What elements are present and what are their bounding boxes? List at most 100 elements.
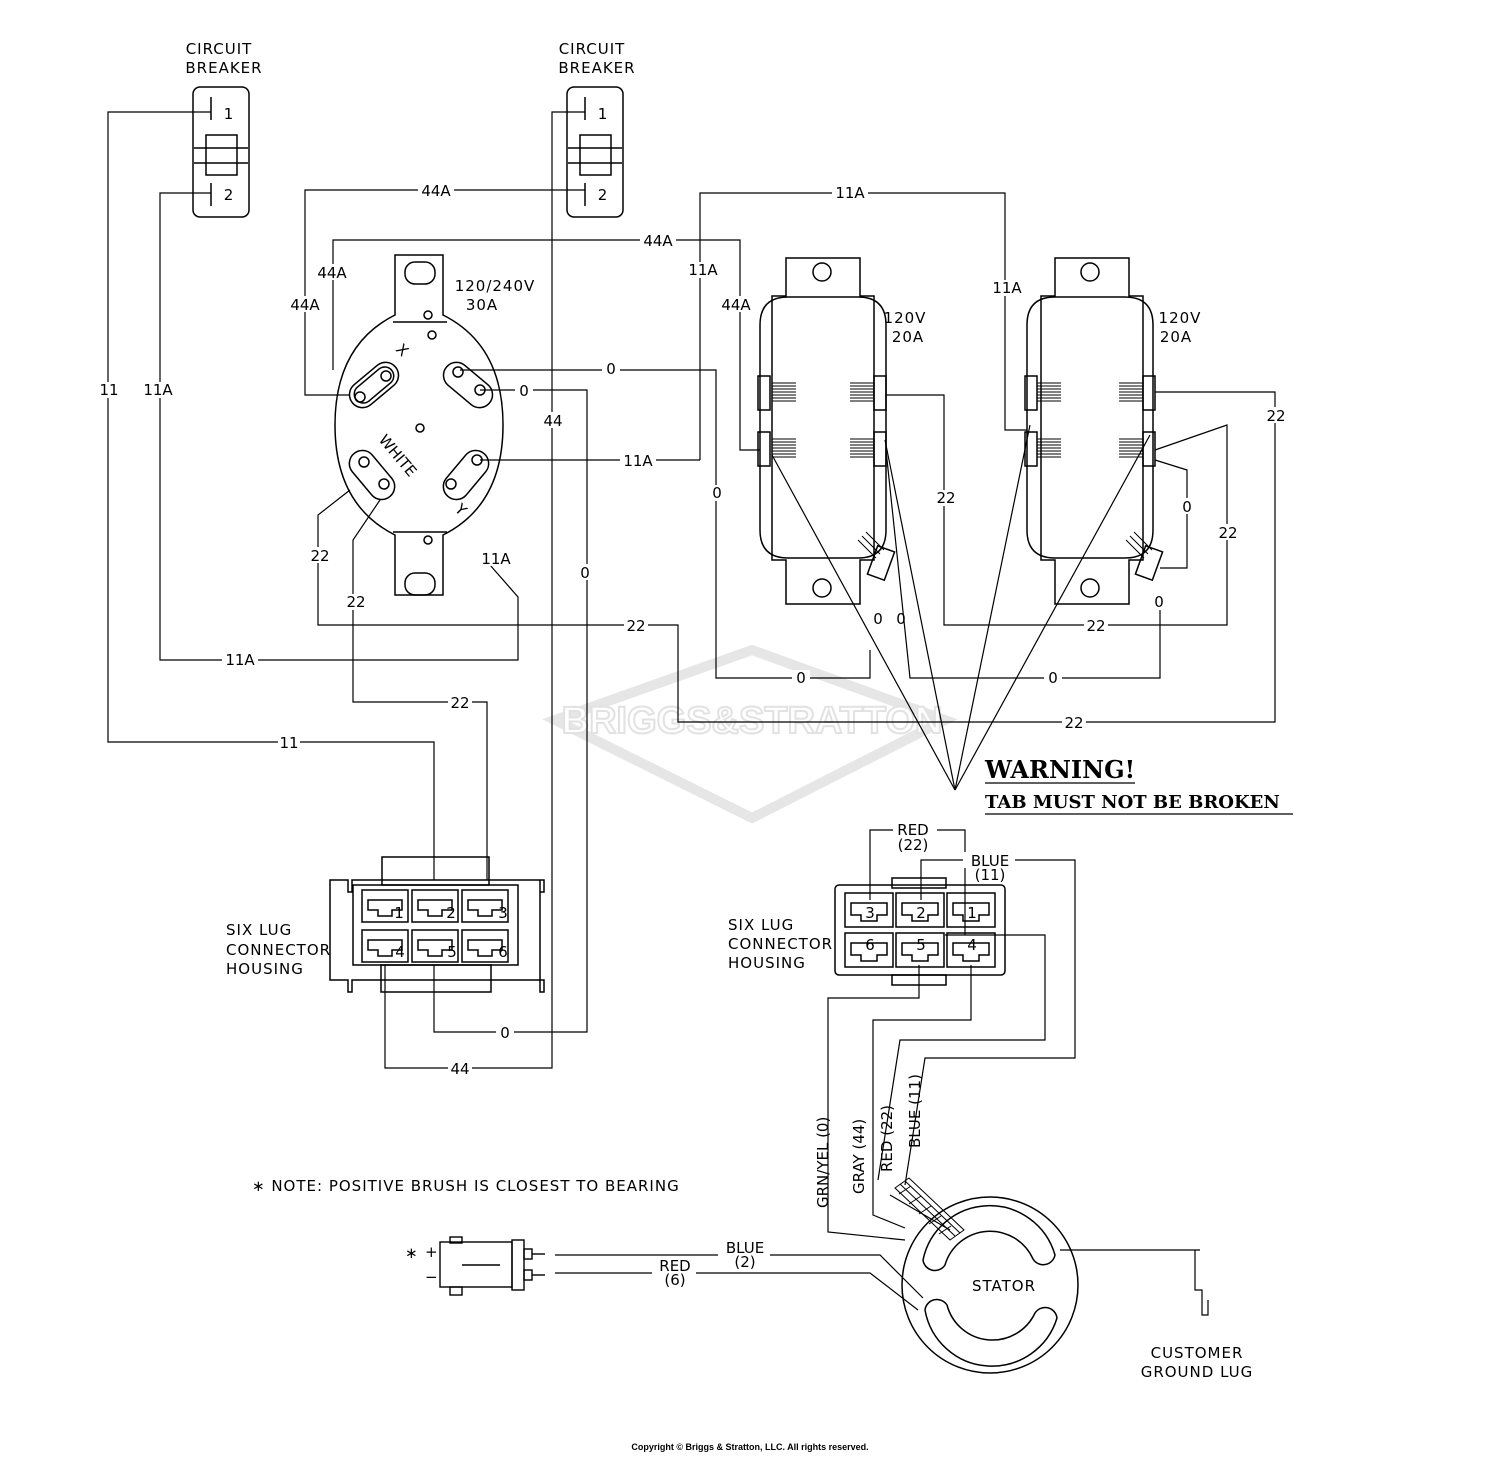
wire-11a-top: 11A	[835, 184, 865, 202]
wire-44a-v3: 44A	[721, 296, 751, 314]
wire-11-left: 11	[99, 381, 118, 399]
warning-title: WARNING!	[984, 755, 1135, 784]
watermark-text: BRIGGS&STRATTON	[562, 700, 943, 742]
brush-blue-label: BLUE	[726, 1239, 764, 1257]
warning-text: TAB MUST NOT BE BROKEN	[985, 792, 1280, 813]
wire-44a-vl2: 44A	[290, 296, 320, 314]
left-pin-1: 1	[394, 904, 404, 922]
brush-assembly	[439, 1236, 545, 1296]
wire-22-a: 22	[936, 489, 955, 507]
six-lug-connector-left	[329, 856, 545, 993]
left-pin-3: 3	[498, 904, 508, 922]
wire-44-bot: 44	[450, 1060, 469, 1078]
twistlock-x-label: X	[392, 340, 412, 360]
wire-0-r4: 0	[1154, 593, 1164, 611]
lead-red: RED (22)	[878, 1105, 896, 1172]
stator-braid	[894, 1177, 965, 1241]
wire-22-c: 22	[626, 617, 645, 635]
wire-11a-v4: 11A	[992, 279, 1022, 297]
brush-blue-number: (2)	[734, 1253, 755, 1271]
left-pin-4: 4	[395, 943, 405, 961]
stator-label: STATOR	[972, 1277, 1036, 1295]
wire-0-f: 0	[1048, 669, 1058, 687]
cb-right-label-1: CIRCUIT	[559, 40, 626, 58]
wire-labels-top: 44A 11A 44A 44A 44A 11A 44A 11A 0 0 11 1…	[98, 182, 1288, 1078]
wire-0-e: 0	[796, 669, 806, 687]
wire-44a-vl: 44A	[317, 264, 347, 282]
wire-22-g: 22	[450, 694, 469, 712]
wire-22-l: 22	[310, 547, 329, 565]
cb-left-pin-2: 2	[224, 186, 235, 204]
six-lug-right-pins: 3 2 1 6 5 4	[865, 904, 977, 954]
wire-22-h: 22	[1064, 714, 1083, 732]
stator-blue-label: BLUE	[971, 852, 1009, 870]
stator	[901, 1196, 1079, 1374]
wire-44a-top: 44A	[421, 182, 451, 200]
stator-wire-labels: RED (22) BLUE (11) GRN/YEL (0) GRAY (44)…	[652, 821, 1015, 1289]
stator-red-number: (22)	[898, 836, 929, 854]
wire-0-v1: 0	[712, 484, 722, 502]
stator-red-label: RED	[897, 821, 928, 839]
wire-0-r1: 0	[1182, 498, 1192, 516]
right-pin-1: 1	[967, 904, 977, 922]
left-pin-2: 2	[446, 904, 456, 922]
cb-left-label-2: BREAKER	[185, 59, 262, 77]
wire-11a-left: 11A	[143, 381, 173, 399]
wire-44a-mid: 44A	[643, 232, 673, 250]
wire-22-rr: 22	[1218, 524, 1237, 542]
six-lug-left-pins: 1 2 3 4 5 6	[394, 904, 508, 961]
outlet-30a-label-1: 120/240V	[455, 277, 536, 295]
six-lug-left-label-1: SIX LUG	[226, 921, 292, 939]
right-pin-4: 4	[967, 936, 977, 954]
wire-44-v: 44	[543, 412, 562, 430]
duplex-outlet-20a-1-screws	[772, 382, 885, 559]
wire-11a-h: 11A	[623, 452, 653, 470]
six-lug-left-label-2: CONNECTOR	[226, 941, 331, 959]
outlet-20a-1-label-1: 120V	[884, 309, 927, 327]
wire-22-r: 22	[1266, 407, 1285, 425]
outlet-30a-label-2: 30A	[466, 296, 498, 314]
cb-left-pin-1: 1	[224, 105, 235, 123]
wire-0-r2: 0	[873, 610, 883, 628]
outlet-20a-1-label-2: 20A	[892, 328, 924, 346]
stator-blue-number: (11)	[975, 866, 1006, 884]
wire-0-b: 0	[519, 382, 529, 400]
wire-11a-diag: 11A	[481, 550, 511, 568]
wire-11a-v1: 11A	[688, 261, 718, 279]
wire-22-b: 22	[346, 593, 365, 611]
duplex-outlet-20a-2	[1024, 257, 1164, 605]
circuit-breaker-right	[566, 86, 624, 218]
left-pin-5: 5	[447, 943, 457, 961]
cb-right-pin-2: 2	[598, 186, 609, 204]
wire-11a-bot: 11A	[225, 651, 255, 669]
wire-0-r3: 0	[896, 610, 906, 628]
twistlock-y-label: Y	[450, 499, 471, 520]
positive-brush-note: ∗ NOTE: POSITIVE BRUSH IS CLOSEST TO BEA…	[252, 1177, 680, 1195]
cb-left-label-1: CIRCUIT	[186, 40, 253, 58]
right-pin-2: 2	[916, 904, 926, 922]
six-lug-right-label-2: CONNECTOR	[728, 935, 833, 953]
brush-plus: +	[425, 1243, 438, 1261]
brush-red-label: RED	[659, 1257, 690, 1275]
six-lug-left-label-3: HOUSING	[226, 960, 304, 978]
cb-right-pin-1: 1	[598, 105, 609, 123]
copyright: Copyright © Briggs & Stratton, LLC. All …	[631, 1442, 868, 1452]
six-lug-right-label-3: HOUSING	[728, 954, 806, 972]
right-pin-3: 3	[865, 904, 875, 922]
wire-0-a: 0	[606, 360, 616, 378]
twistlock-white-label: WHITE	[375, 431, 420, 480]
six-lug-right-label-1: SIX LUG	[728, 916, 794, 934]
wire-0-v2: 0	[580, 564, 590, 582]
wires-top	[107, 111, 1276, 1069]
ground-lug-label-2: GROUND LUG	[1141, 1363, 1254, 1381]
brush-red-number: (6)	[664, 1271, 685, 1289]
outlet-20a-2-label-1: 120V	[1159, 309, 1202, 327]
brush-star: ∗	[405, 1244, 418, 1262]
circuit-breaker-left	[192, 86, 250, 218]
outlet-20a-2-label-2: 20A	[1160, 328, 1192, 346]
six-lug-connector-right	[834, 877, 1006, 986]
right-pin-5: 5	[916, 936, 926, 954]
ground-lug-label-1: CUSTOMER	[1151, 1344, 1244, 1362]
twistlock-outlet-30a	[334, 254, 504, 596]
